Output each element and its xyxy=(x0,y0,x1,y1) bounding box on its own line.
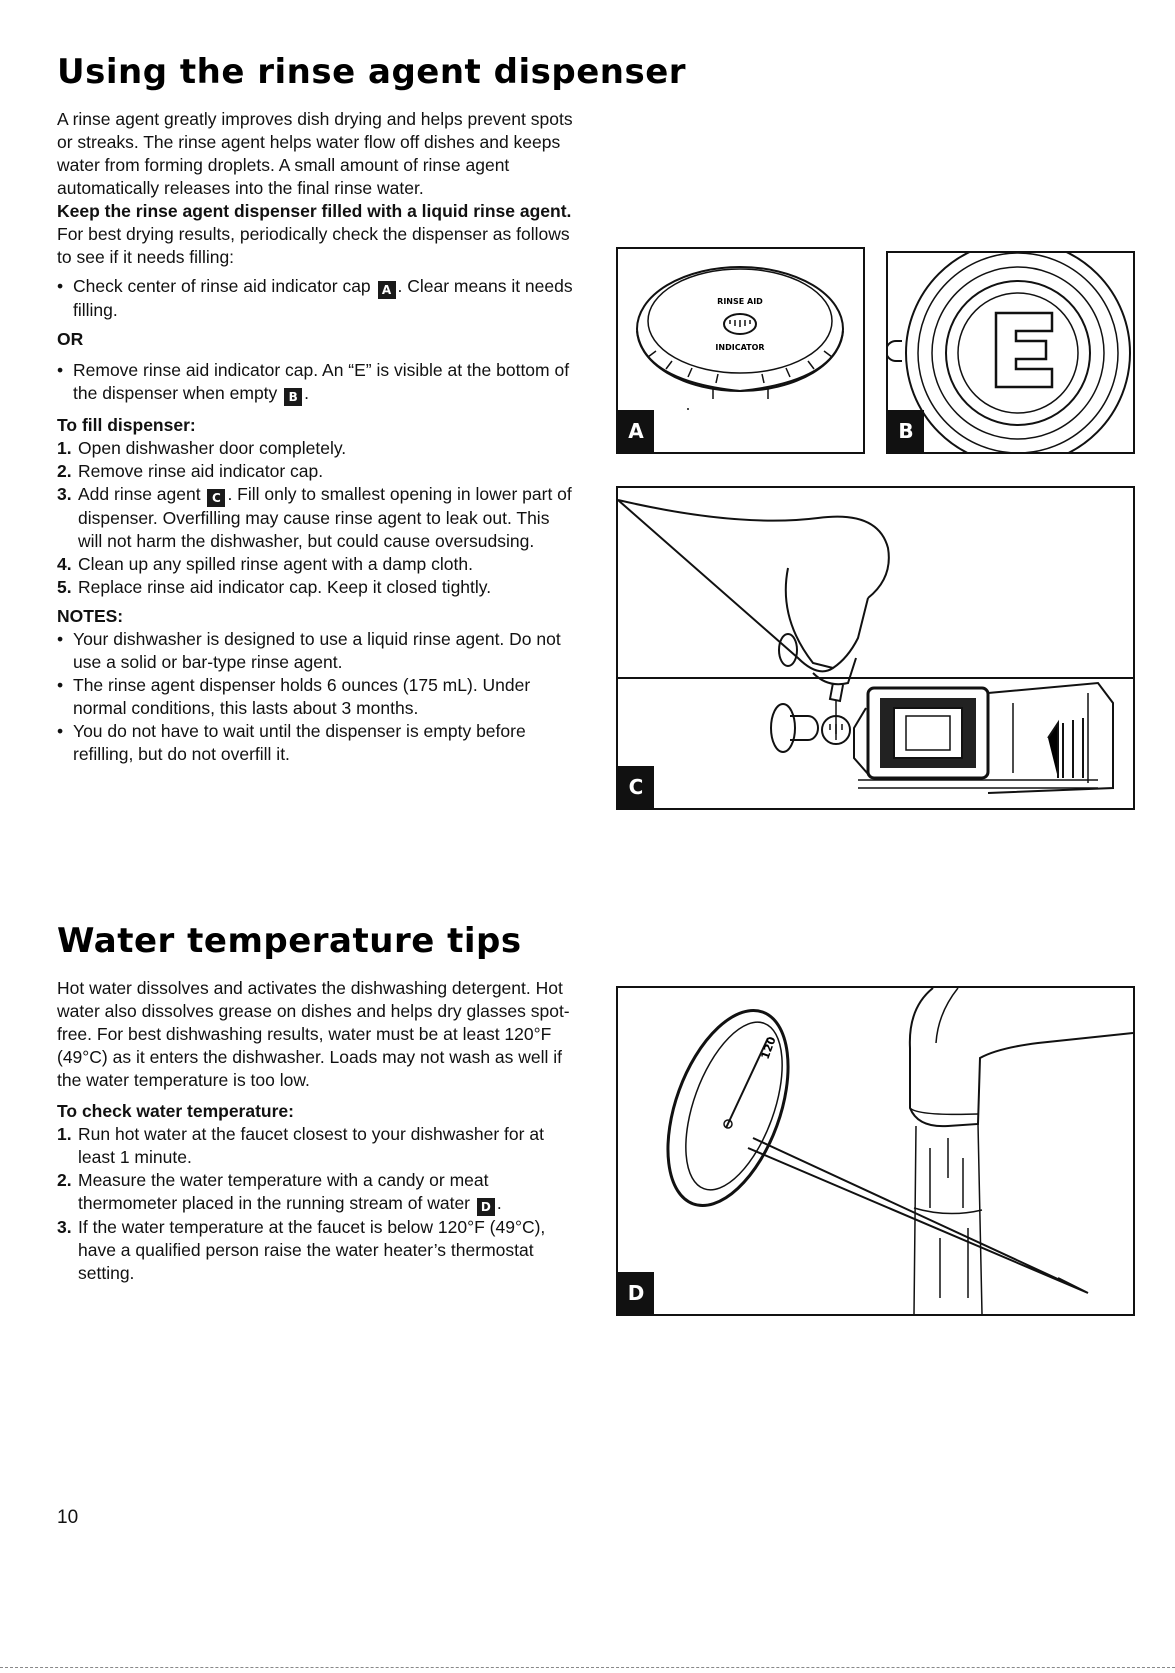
note-2: •The rinse agent dispenser holds 6 ounce… xyxy=(57,675,531,718)
figure-key-b: B xyxy=(284,388,303,406)
fill-step-4: 4.Clean up any spilled rinse agent with … xyxy=(57,554,473,574)
page-number: 10 xyxy=(57,1507,79,1528)
rinse-intro: A rinse agent greatly improves dish dryi… xyxy=(57,109,573,198)
water-step-2: 2.Measure the water temperature with a c… xyxy=(57,1170,502,1216)
bullet-mark: • xyxy=(57,276,64,296)
water-intro: Hot water dissolves and activates the di… xyxy=(57,978,570,1090)
water-step-1: 1.Run hot water at the faucet closest to… xyxy=(57,1124,544,1167)
rinse-text-column: A rinse agent greatly improves dish dryi… xyxy=(57,108,577,766)
figure-c-add-rinse-agent: C xyxy=(616,486,1135,810)
or-label: OR xyxy=(57,329,84,349)
figure-d-label: D xyxy=(618,1272,654,1314)
notes-heading: NOTES: xyxy=(57,606,124,626)
rinse-section-title: Using the rinse agent dispenser xyxy=(57,52,687,92)
figure-c-label: C xyxy=(618,766,654,808)
pouring-illustration xyxy=(618,499,1133,794)
empty-e-illustration: E xyxy=(888,253,1131,452)
water-step-3: 3.If the water temperature at the faucet… xyxy=(57,1217,546,1283)
figure-d-thermometer: 120 D xyxy=(616,986,1135,1316)
rinse-keep-rest: For best drying results, periodically ch… xyxy=(57,224,570,267)
figure-key-a: A xyxy=(377,281,396,299)
figure-a-label: A xyxy=(618,410,654,452)
fill-step-1: 1.Open dishwasher door completely. xyxy=(57,438,347,458)
figure-key-d: D xyxy=(476,1198,495,1216)
cap-text-bottom: INDICATOR xyxy=(715,343,764,352)
figure-b-empty-indicator: E B xyxy=(886,251,1135,454)
fill-step-2: 2.Remove rinse aid indicator cap. xyxy=(57,461,324,481)
bullet-mark: • xyxy=(57,675,64,695)
check-indicator-bullet: • Check center of rinse aid indicator ca… xyxy=(57,276,573,320)
fill-heading: To fill dispenser: xyxy=(57,415,196,435)
figure-b-letter: E xyxy=(908,270,909,272)
bullet-mark: • xyxy=(57,629,64,649)
thermometer-dial-text: 120 xyxy=(759,1035,779,1061)
fill-step-3: 3.Add rinse agent C. Fill only to smalle… xyxy=(57,484,572,551)
thermometer-illustration: 120 xyxy=(666,988,1133,1314)
cap-text-top: RINSE AID xyxy=(717,297,763,306)
page-bottom-rule xyxy=(0,1667,1175,1668)
cap-illustration: RINSE AID INDICATOR xyxy=(636,266,844,410)
figure-b-label: B xyxy=(888,410,924,452)
fill-step-5: 5.Replace rinse aid indicator cap. Keep … xyxy=(57,577,492,597)
water-section-title: Water temperature tips xyxy=(57,921,522,961)
water-check-heading: To check water temperature: xyxy=(57,1101,294,1121)
figure-a-indicator-cap: RINSE AID INDICATOR A xyxy=(616,247,865,454)
rinse-keep-paragraph: Keep the rinse agent dispenser filled wi… xyxy=(57,200,577,269)
bullet-mark: • xyxy=(57,721,64,741)
bullet-mark: • xyxy=(57,360,64,380)
note-3: •You do not have to wait until the dispe… xyxy=(57,721,526,764)
remove-cap-bullet: • Remove rinse aid indicator cap. An “E”… xyxy=(57,360,570,406)
note-1: •Your dishwasher is designed to use a li… xyxy=(57,629,561,672)
figure-key-c: C xyxy=(207,489,226,507)
rinse-keep-bold: Keep the rinse agent dispenser filled wi… xyxy=(57,201,572,221)
water-text-column: Hot water dissolves and activates the di… xyxy=(57,977,577,1285)
